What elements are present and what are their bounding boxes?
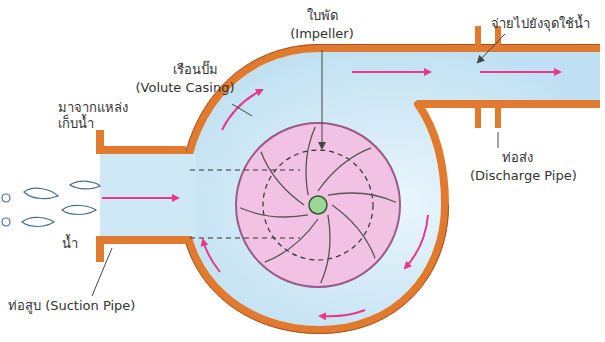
impeller-vane [265, 219, 318, 262]
impeller-vane [328, 193, 396, 202]
part-name: ท่อส่ง [502, 150, 533, 166]
fluid-name: น้ำ [62, 236, 78, 252]
impeller-vane [306, 127, 315, 195]
flow-note: จ่ายไปยังจุดใช้น้ำ [491, 16, 590, 32]
part-name: เรือนปั๊ม [173, 62, 218, 78]
impeller-vane [261, 152, 304, 205]
impeller-vane [332, 205, 375, 258]
flow-note: มาจากแหล่ง เก็บน้ำ [58, 100, 136, 133]
part-name-english: (Discharge Pipe) [470, 168, 577, 184]
part-name-english: (Impeller) [290, 26, 353, 42]
impeller-vane [321, 215, 330, 283]
impeller-vane [318, 148, 371, 191]
part-name: ท่อสูบ (Suction Pipe) [8, 298, 135, 314]
part-name-english: (Volute Casing) [136, 80, 235, 96]
part-name: ใบพัด [307, 8, 338, 24]
impeller-vane [240, 208, 308, 217]
